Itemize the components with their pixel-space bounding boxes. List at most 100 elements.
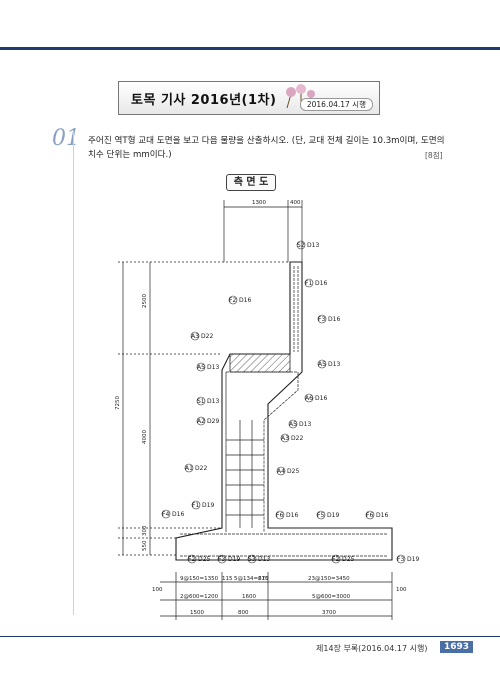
bottom-dim: 2@600=1200 (180, 594, 219, 600)
svg-text:A2: A2 (197, 418, 205, 425)
bottom-dim: 9@150=1350 (180, 576, 219, 582)
rebar-label: S1 D13 (196, 396, 219, 406)
svg-text:D19: D19 (327, 512, 339, 519)
rebar-label: F6 D16 (275, 510, 298, 520)
bottom-dim: 5@600=3000 (312, 594, 351, 600)
svg-text:F4: F4 (162, 511, 169, 518)
svg-text:A1: A1 (185, 465, 193, 472)
top-dim-400: 400 (290, 200, 301, 206)
left-dim-2500: 2500 (142, 294, 148, 308)
svg-text:F1: F1 (192, 502, 199, 509)
svg-text:D13: D13 (207, 364, 219, 371)
svg-text:F5: F5 (317, 512, 324, 519)
bottom-dim: 5@134=670 (234, 576, 269, 582)
bottom-dim: 23@150=3450 (308, 576, 350, 582)
svg-text:S2: S2 (297, 242, 305, 249)
svg-text:F2: F2 (229, 297, 236, 304)
tree-illustration-icon (286, 84, 315, 109)
svg-text:D22: D22 (201, 333, 213, 340)
svg-text:D13: D13 (299, 421, 311, 428)
rebar-label: F2 D16 (228, 295, 251, 305)
left-dim-300: 300 (142, 525, 148, 536)
rebar-label: A4 D25 (276, 466, 299, 476)
svg-text:D13: D13 (328, 361, 340, 368)
rebar-label: A1 D22 (184, 463, 207, 473)
exam-banner: 토목 기사 2016년(1차) 2016.04.17 시행 (118, 81, 380, 115)
svg-text:D13: D13 (207, 398, 219, 405)
svg-text:D16: D16 (315, 280, 327, 287)
question-text: 주어진 역T형 교대 도면을 보고 다음 물량을 산출하시오. (단, 교대 전… (88, 136, 445, 160)
svg-text:D29: D29 (207, 418, 219, 425)
backwall-hatch (229, 353, 291, 373)
svg-text:F3: F3 (318, 316, 325, 323)
svg-text:F1: F1 (305, 280, 312, 287)
svg-text:D16: D16 (328, 316, 340, 323)
svg-text:D13: D13 (307, 242, 319, 249)
bottom-dim: 1600 (242, 594, 256, 600)
question-number: 01 (52, 126, 80, 151)
rebar-label: F4 D16 (161, 509, 184, 519)
left-dim-550: 550 (142, 540, 148, 551)
rebar-label: F6 D16 (365, 510, 388, 520)
svg-text:F2: F2 (332, 556, 339, 563)
svg-text:D16: D16 (286, 512, 298, 519)
svg-text:F3: F3 (397, 556, 404, 563)
edge-dim: 100 (152, 587, 163, 593)
svg-text:A3: A3 (191, 333, 199, 340)
bottom-dim: 215 (258, 576, 269, 582)
bottom-dim: 800 (238, 610, 249, 616)
question-side-rule (73, 131, 74, 615)
svg-text:F2: F2 (188, 556, 195, 563)
exam-date: 2016.04.17 시행 (299, 98, 373, 111)
rebar-label: F1 D16 (304, 278, 327, 288)
svg-text:A4: A4 (277, 468, 285, 475)
rebar-label: S2 D13 (296, 240, 319, 250)
rebar-label: A5 D13 (288, 419, 311, 429)
left-dim-7250: 7250 (115, 396, 121, 410)
svg-text:D19: D19 (228, 556, 240, 563)
svg-text:D13: D13 (258, 556, 270, 563)
svg-text:D22: D22 (195, 465, 207, 472)
exam-title: 토목 기사 2016년(1차) (131, 93, 277, 108)
rebar-label: F1 D19 (191, 500, 214, 510)
svg-text:D16: D16 (172, 511, 184, 518)
rebar-label: S3 D13 (247, 554, 270, 564)
bottom-dim: 115 (222, 576, 233, 582)
rebar-label: A3 D22 (280, 433, 303, 443)
svg-text:F3: F3 (218, 556, 225, 563)
svg-text:D16: D16 (376, 512, 388, 519)
rebar-label: F5 D19 (316, 510, 339, 520)
svg-text:A5: A5 (318, 361, 326, 368)
svg-text:F6: F6 (366, 512, 373, 519)
svg-text:D19: D19 (202, 502, 214, 509)
svg-text:D16: D16 (239, 297, 251, 304)
svg-text:D22: D22 (291, 435, 303, 442)
bottom-dim: 1500 (190, 610, 204, 616)
footer-chapter: 제14장 부록(2016.04.17 시행) (316, 644, 428, 653)
edge-dim: 100 (396, 587, 407, 593)
footer-rule (0, 636, 500, 637)
rebar-label: A5 D13 (196, 362, 219, 372)
top-dim-1300: 1300 (252, 200, 266, 206)
svg-text:F6: F6 (276, 512, 283, 519)
rebar-label: A6 D16 (304, 393, 327, 403)
rebar-label: A5 D13 (317, 359, 340, 369)
svg-text:D25: D25 (198, 556, 210, 563)
rebar-label: F3 D19 (396, 554, 419, 564)
svg-text:A6: A6 (305, 395, 313, 402)
bottom-dim: 3700 (322, 610, 336, 616)
left-dim-4000: 4000 (142, 430, 148, 444)
svg-text:S1: S1 (197, 398, 205, 405)
rebar-label: F2 D25 (331, 554, 354, 564)
rebar-label: F3 D16 (317, 314, 340, 324)
svg-text:D19: D19 (407, 556, 419, 563)
svg-text:A5: A5 (197, 364, 205, 371)
drawing-title: 측 면 도 (226, 174, 276, 191)
rebar-label: A2 D29 (196, 416, 219, 426)
svg-text:S3: S3 (248, 556, 256, 563)
rebar-label: F2 D25 (187, 554, 210, 564)
svg-text:A3: A3 (281, 435, 289, 442)
top-rule (0, 47, 500, 50)
